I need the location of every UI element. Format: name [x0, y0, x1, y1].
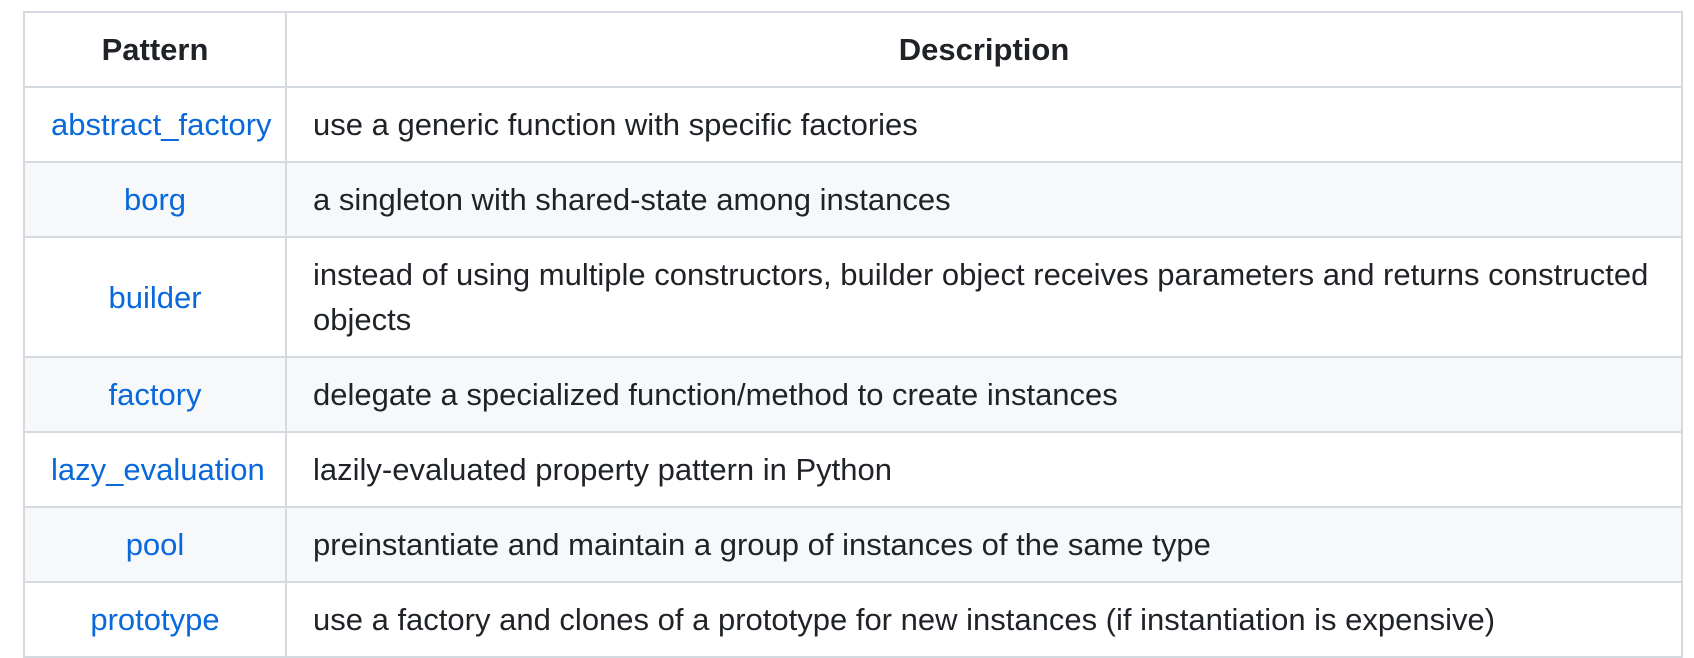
pattern-cell: prototype	[23, 581, 287, 658]
table-row: prototype use a factory and clones of a …	[23, 581, 1683, 658]
pattern-link[interactable]: builder	[108, 279, 202, 315]
column-header-pattern: Pattern	[23, 11, 287, 88]
pattern-cell: borg	[23, 161, 287, 238]
table-row: factory delegate a specialized function/…	[23, 356, 1683, 433]
pattern-link[interactable]: prototype	[90, 602, 220, 637]
pattern-description: preinstantiate and maintain a group of i…	[285, 506, 1683, 583]
table-header: Pattern Description	[23, 11, 1683, 88]
header-row: Pattern Description	[23, 11, 1683, 88]
pattern-link[interactable]: abstract_factory	[51, 107, 272, 142]
pattern-link[interactable]: lazy_evaluation	[51, 452, 265, 487]
pattern-cell: lazy_evaluation	[23, 431, 287, 508]
table-body: abstract_factory use a generic function …	[23, 86, 1683, 658]
pattern-description: use a factory and clones of a prototype …	[285, 581, 1683, 658]
pattern-description: delegate a specialized function/method t…	[285, 356, 1683, 433]
pattern-description: a singleton with shared-state among inst…	[285, 161, 1683, 238]
table-row: lazy_evaluation lazily-evaluated propert…	[23, 431, 1683, 508]
pattern-description: lazily-evaluated property pattern in Pyt…	[285, 431, 1683, 508]
column-header-description: Description	[285, 11, 1683, 88]
table-row: borg a singleton with shared-state among…	[23, 161, 1683, 238]
table-row: abstract_factory use a generic function …	[23, 86, 1683, 163]
pattern-cell: pool	[23, 506, 287, 583]
pattern-description: instead of using multiple constructors, …	[285, 236, 1683, 358]
pattern-link[interactable]: borg	[123, 182, 187, 217]
pattern-cell: builder	[23, 236, 287, 358]
pattern-link[interactable]: pool	[125, 527, 185, 562]
table-row: pool preinstantiate and maintain a group…	[23, 506, 1683, 583]
pattern-cell: abstract_factory	[23, 86, 287, 163]
table-row: builder instead of using multiple constr…	[23, 236, 1683, 358]
pattern-link[interactable]: factory	[108, 377, 202, 412]
pattern-description: use a generic function with specific fac…	[285, 86, 1683, 163]
design-patterns-table: Pattern Description abstract_factory use…	[23, 11, 1683, 658]
pattern-cell: factory	[23, 356, 287, 433]
